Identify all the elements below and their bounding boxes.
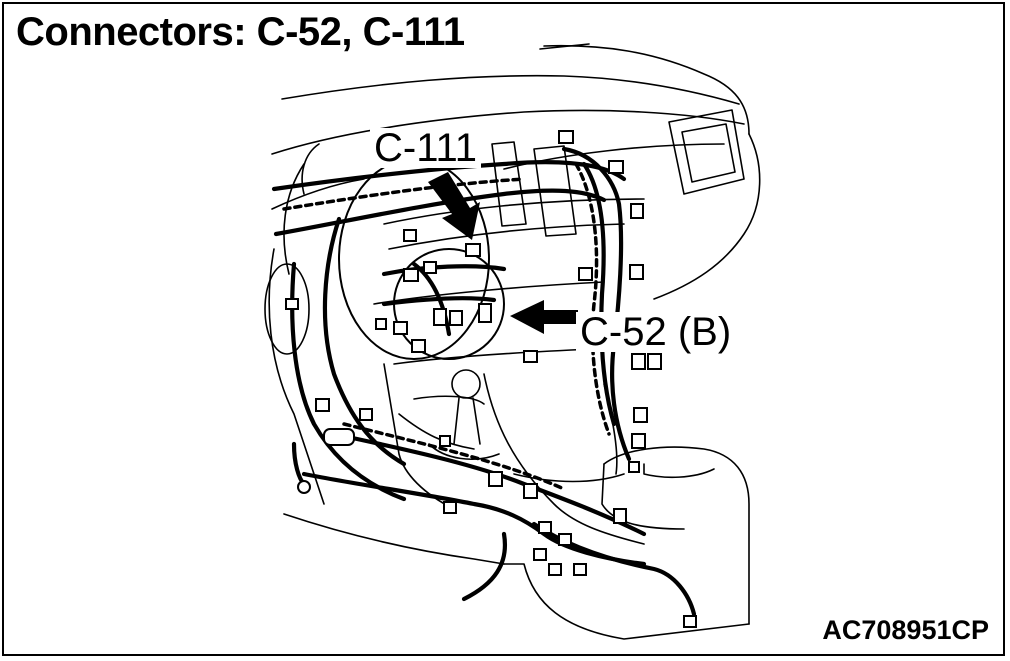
callout-c111-label: C-111 [370,128,482,168]
diagram-title: Connectors: C-52, C-111 [16,10,465,54]
connector-blocks [285,130,697,628]
callout-c52-label: C-52 (B) [576,312,736,352]
dashboard-outline [264,44,761,640]
callout-arrows [428,172,578,334]
c111-arrow [428,172,480,240]
taped-harness [282,162,611,491]
title-leader [539,43,590,50]
dashboard-wiring-illustration [264,43,761,640]
reference-code: AC708951CP [822,615,989,645]
c52-arrow [510,300,578,334]
